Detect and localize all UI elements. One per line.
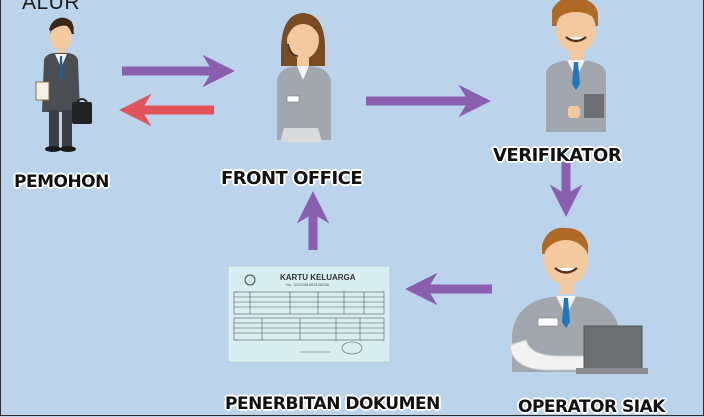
label-verifikator: VERIFIKATOR [493,145,622,166]
document-number: No. 3201081009120036 [286,282,330,287]
verifikator-figure [546,0,606,132]
label-front-office: FRONT OFFICE [221,168,363,189]
kartu-keluarga-document: KARTU KELUARGA No. 3201081009120036 [227,265,391,363]
label-operator-siak: OPERATOR SIAK [518,397,665,417]
label-pemohon: PEMOHON [14,172,109,192]
pemohon-figure [35,17,92,152]
document-heading: KARTU KELUARGA [280,273,356,282]
label-penerbitan-dokumen: PENERBITAN DOKUMEN [225,394,440,414]
front-office-figure [277,13,331,142]
diagram-title: ALUR [22,0,81,14]
operator-figure [509,227,648,374]
